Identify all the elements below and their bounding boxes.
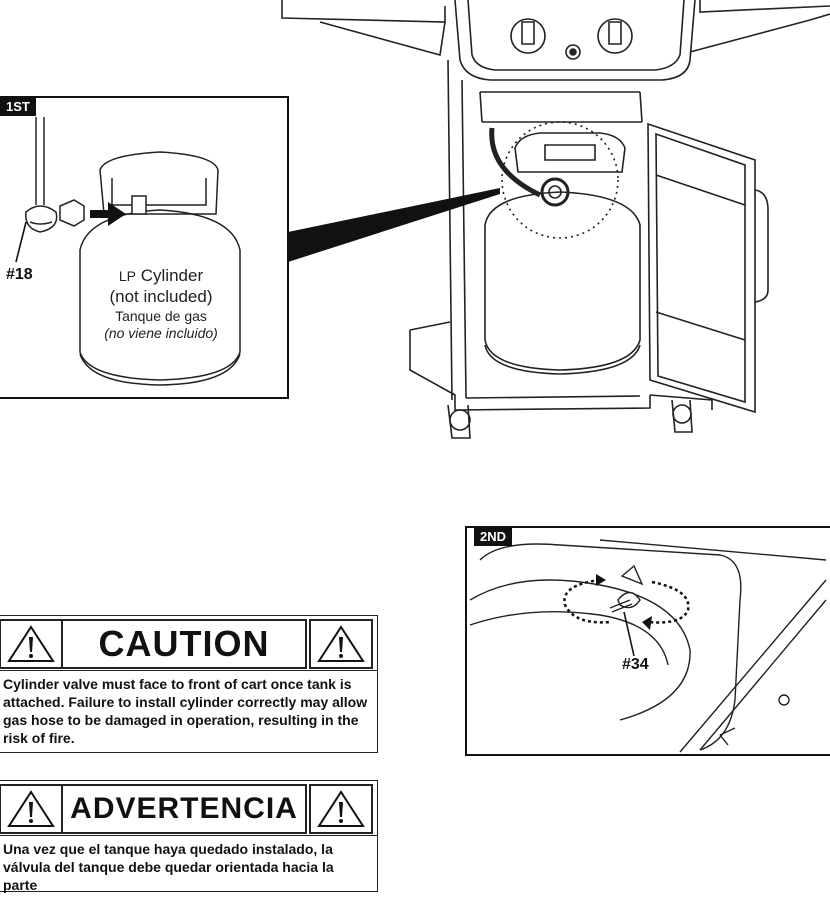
not-included-en: (not included) xyxy=(109,287,213,306)
step1-drawing xyxy=(25,117,241,386)
cylinder-label: LP Cylinder (not included) Tanque de gas… xyxy=(86,266,236,342)
assembly-line-art xyxy=(0,0,830,756)
warning-triangle-icon xyxy=(7,790,55,827)
rotate-arrow-icon xyxy=(563,578,690,624)
step1-tag: 1ST xyxy=(0,98,36,116)
step2-drawing xyxy=(469,539,827,753)
warning-triangle-icon xyxy=(317,625,365,662)
step2-tag: 2ND xyxy=(474,528,513,546)
advertencia-box: ADVERTENCIA Una vez que el tanque haya q… xyxy=(0,780,378,893)
warning-triangle-icon xyxy=(7,625,55,662)
caution-box: CAUTION Cylinder valve must face to fron… xyxy=(0,615,378,753)
caution-right-symbol xyxy=(309,619,373,669)
caution-body: Cylinder valve must face to front of car… xyxy=(3,676,368,746)
step2-frame xyxy=(465,526,830,756)
part-callout-34: #34 xyxy=(622,656,649,673)
caution-title: CAUTION xyxy=(61,619,307,669)
advertencia-title: ADVERTENCIA xyxy=(61,784,307,834)
part-callout-18: #18 xyxy=(6,266,33,283)
advertencia-header: ADVERTENCIA xyxy=(0,781,377,836)
detail-connector xyxy=(288,188,500,262)
cylinder-label-en: Cylinder xyxy=(140,266,204,285)
push-arrow-icon xyxy=(90,202,126,226)
cylinder-label-en-prefix: LP xyxy=(118,268,137,284)
advertencia-left-symbol xyxy=(0,784,63,834)
warning-triangle-icon xyxy=(317,790,365,827)
grill-cart-drawing xyxy=(281,0,830,439)
cylinder-label-es: Tanque de gas xyxy=(115,308,207,324)
caution-header: CAUTION xyxy=(0,616,377,671)
advertencia-body: Una vez que el tanque haya quedado insta… xyxy=(3,841,334,893)
advertencia-right-symbol xyxy=(309,784,373,834)
not-included-es: (no viene incluido) xyxy=(104,325,218,341)
step1-frame xyxy=(0,96,289,399)
caution-left-symbol xyxy=(0,619,63,669)
